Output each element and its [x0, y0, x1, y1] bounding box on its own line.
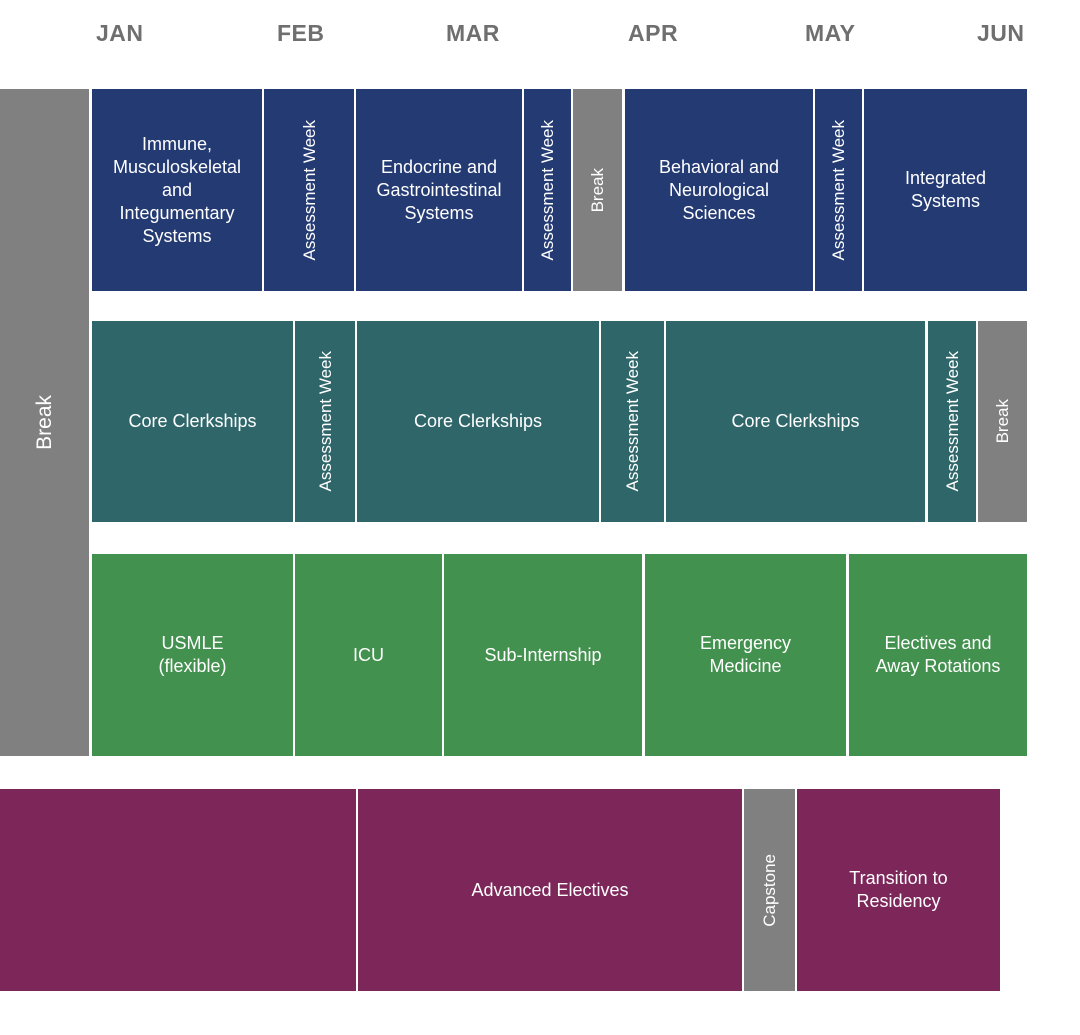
- capstone-block: Capstone: [744, 789, 795, 991]
- icu-label: ICU: [353, 644, 384, 665]
- immune-label: Immune, Musculoskeletal and Integumentar…: [112, 133, 242, 246]
- advanced-electives-block: Advanced Electives: [358, 789, 742, 991]
- assessment-week-block: Assessment Week: [815, 89, 862, 291]
- empty-plum-block: [0, 789, 356, 991]
- capstone-label: Capstone: [760, 853, 779, 927]
- assessment-week-label: Assessment Week: [299, 119, 319, 261]
- assessment-week-block: Assessment Week: [524, 89, 571, 291]
- assessment-week-label: Assessment Week: [829, 119, 848, 261]
- sub-internship-block: Sub-Internship: [444, 554, 642, 756]
- icu-block: ICU: [295, 554, 442, 756]
- month-mar: MAR: [446, 20, 500, 46]
- core-clerkships-label: Core Clerkships: [731, 411, 860, 431]
- side-break-block: Break: [0, 89, 89, 756]
- transition-residency-label: Transition to Residency: [849, 868, 948, 911]
- assessment-week-block: Assessment Week: [295, 321, 355, 522]
- core-clerkships-label: Core Clerkships: [413, 411, 543, 431]
- core-clerkships-block: Core Clerkships: [357, 321, 599, 522]
- side-break-label: Break: [33, 395, 56, 450]
- advanced-electives-label: Advanced Electives: [471, 879, 629, 900]
- month-may: MAY: [805, 20, 856, 46]
- assessment-week-block: Assessment Week: [928, 321, 976, 522]
- electives-away-block: Electives and Away Rotations: [849, 554, 1027, 756]
- month-feb: FEB: [277, 20, 325, 46]
- core-clerkships-label: Core Clerkships: [128, 411, 257, 431]
- immune-block: Immune, Musculoskeletal and Integumentar…: [92, 89, 262, 291]
- assessment-week-label: Assessment Week: [538, 119, 557, 261]
- break-label: Break: [993, 399, 1012, 444]
- month-jan: JAN: [96, 20, 144, 46]
- assessment-week-label: Assessment Week: [315, 351, 335, 492]
- behavioral-block: Behavioral and Neurological Sciences: [625, 89, 813, 291]
- core-clerkships-block: Core Clerkships: [92, 321, 293, 522]
- endocrine-label: Endocrine and Gastrointestinal Systems: [376, 156, 502, 223]
- month-apr: APR: [628, 20, 679, 46]
- assessment-week-label: Assessment Week: [942, 351, 962, 492]
- break-block: Break: [573, 89, 622, 291]
- break-block: Break: [978, 321, 1027, 522]
- behavioral-label: Behavioral and Neurological Sciences: [658, 156, 780, 223]
- transition-residency-block: Transition to Residency: [797, 789, 1000, 991]
- electives-away-label: Electives and Away Rotations: [875, 633, 1001, 676]
- usmle-block: USMLE (flexible): [92, 554, 293, 756]
- usmle-label: USMLE (flexible): [158, 633, 227, 676]
- core-clerkships-block: Core Clerkships: [666, 321, 925, 522]
- emergency-medicine-block: Emergency Medicine: [645, 554, 846, 756]
- assessment-week-block: Assessment Week: [264, 89, 354, 291]
- break-label: Break: [588, 167, 607, 213]
- assessment-week-block: Assessment Week: [601, 321, 664, 522]
- assessment-week-label: Assessment Week: [623, 351, 642, 492]
- integrated-systems-block: Integrated Systems: [864, 89, 1027, 291]
- emergency-medicine-label: Emergency Medicine: [699, 633, 792, 676]
- sub-internship-label: Sub-Internship: [484, 644, 602, 665]
- integrated-systems-label: Integrated Systems: [904, 168, 987, 211]
- month-jun: JUN: [977, 20, 1025, 46]
- endocrine-block: Endocrine and Gastrointestinal Systems: [356, 89, 522, 291]
